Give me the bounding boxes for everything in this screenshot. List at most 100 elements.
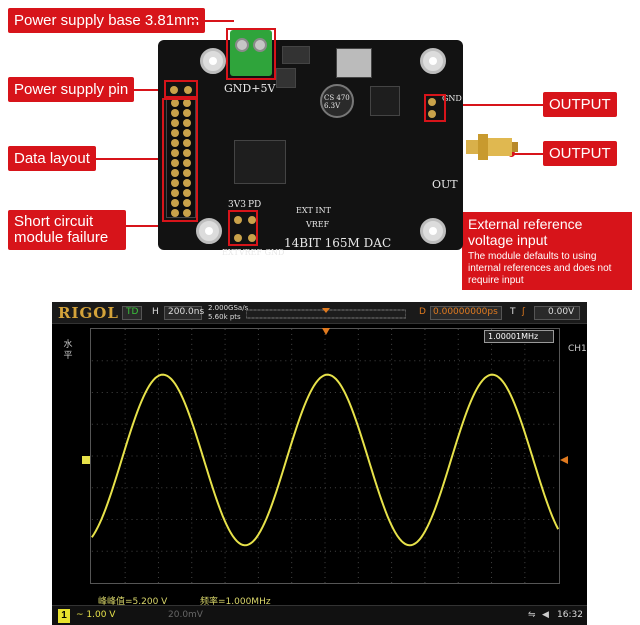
short-circuit-callout: Short circuit module failure: [8, 210, 126, 250]
header-pin: [183, 139, 191, 147]
jumper-pin: [234, 216, 242, 224]
output-pin: [428, 98, 436, 106]
timebase-box[interactable]: [164, 306, 202, 320]
header-pin: [183, 209, 191, 217]
header-pin: [171, 99, 179, 107]
header-pin: [183, 129, 191, 137]
mode-label: TD: [126, 307, 139, 317]
dac-module-board: CS 470 6.3V GND+5V OUT 14BIT 165M DAC 3V…: [158, 40, 463, 257]
trigger-level: 0.00V: [548, 307, 575, 317]
highlight-jumper: [228, 210, 258, 246]
speaker-icon: ◀: [542, 610, 549, 620]
op-amp: [370, 86, 400, 116]
horizontal-label: 水平: [63, 340, 73, 361]
ch2-scale[interactable]: 20.0mV: [168, 610, 203, 620]
header-pin: [171, 209, 179, 217]
mounting-hole: [200, 48, 226, 74]
d-label: D: [419, 307, 426, 317]
inductor: [276, 68, 296, 88]
mode-box[interactable]: [122, 306, 142, 320]
jumper-pin: [234, 234, 242, 242]
header-pin: [171, 189, 179, 197]
header-pin: [171, 199, 179, 207]
terminal-screw[interactable]: [235, 38, 249, 52]
oscilloscope-screen: RIGOL TD H 200.0ns 2.000GSa/s 5.60k pts …: [52, 302, 587, 625]
gnd-5v-label: GND+5V: [224, 82, 276, 95]
output-pin: [428, 110, 436, 118]
vref-label: VREF: [306, 220, 330, 229]
header-pin: [171, 139, 179, 147]
trigger-position-marker: [322, 328, 330, 335]
header-pin: [171, 119, 179, 127]
header-pin: [171, 159, 179, 167]
leader-line: [510, 153, 543, 155]
ch1-indicator[interactable]: 1: [58, 609, 70, 623]
timebase-value: 200.0ns: [168, 307, 205, 317]
terminal-screw[interactable]: [253, 38, 267, 52]
mounting-hole: [420, 218, 446, 244]
waveform-grid: [90, 328, 560, 584]
header-pin: [183, 149, 191, 157]
scope-top-bar: RIGOL TD H 200.0ns 2.000GSa/s 5.60k pts …: [52, 302, 587, 324]
ext-int-label: EXT INT: [296, 206, 331, 215]
trigger-pos-box[interactable]: [430, 306, 502, 320]
header-pin: [183, 199, 191, 207]
clock-time: 16:32: [557, 610, 583, 620]
power-pin: [184, 86, 192, 94]
header-pin: [171, 169, 179, 177]
external-reference-title: External reference voltage input: [468, 216, 583, 248]
rigol-logo: RIGOL: [58, 304, 119, 322]
highlight-output-pins: [424, 94, 446, 122]
header-pin: [183, 99, 191, 107]
header-pin: [183, 179, 191, 187]
sma-output-connector[interactable]: [466, 130, 518, 164]
header-pins: [168, 96, 194, 217]
header-pin: [171, 179, 179, 187]
measurement-frequency: 频率=1.000MHz: [200, 597, 271, 607]
gnd-small-label: GND: [442, 94, 462, 103]
header-pin: [183, 119, 191, 127]
header-pin: [183, 189, 191, 197]
highlight-terminal: [226, 28, 276, 80]
main-ic: [234, 140, 286, 184]
highlight-data-pins: [162, 98, 198, 222]
trigger-level-marker: [560, 456, 568, 464]
h-label: H: [152, 307, 159, 317]
t-label: T: [510, 307, 516, 317]
external-reference-callout: External reference voltage input The mod…: [462, 212, 632, 290]
header-pin: [171, 109, 179, 117]
leader-line: [190, 20, 234, 22]
memory-strip: [246, 308, 406, 319]
measurement-vpp: 峰峰值=5.200 V: [98, 597, 168, 607]
usb-icon: ⇋: [528, 610, 536, 620]
extvref-label: EXTVREF GND: [222, 248, 285, 257]
ch1-scale[interactable]: ~ 1.00 V: [76, 610, 116, 620]
power-supply-pin-callout: Power supply pin: [8, 77, 135, 102]
leader-line: [446, 104, 543, 106]
regulator: [282, 46, 310, 64]
header-pin: [171, 129, 179, 137]
trigger-level-box[interactable]: [534, 306, 580, 320]
sine-waveform: [91, 373, 559, 547]
leader-line: [95, 158, 161, 160]
highlight-power-pins: [164, 80, 198, 98]
leader-line: [131, 89, 165, 91]
trigger-position: 0.00000000ps: [433, 307, 498, 317]
capacitor: [320, 84, 354, 118]
square-cap: [336, 48, 372, 78]
header-pin: [183, 109, 191, 117]
header-pin: [183, 169, 191, 177]
scope-bottom-bar: 1 ~ 1.00 V 20.0mV ⇋ ◀ 16:32: [52, 605, 587, 625]
header-pin: [183, 159, 191, 167]
board-title: 14BIT 165M DAC: [284, 236, 392, 250]
trigger-edge-icon: ʃ: [522, 307, 526, 317]
mounting-hole: [196, 218, 222, 244]
power-terminal-block[interactable]: [230, 30, 272, 76]
power-supply-base-callout: Power supply base 3.81mm: [8, 8, 206, 33]
capacitor-label: CS 470 6.3V: [324, 94, 350, 110]
jumper-pin: [248, 234, 256, 242]
mounting-hole: [420, 48, 446, 74]
jumper-pin: [248, 216, 256, 224]
output-callout-bottom: OUTPUT: [543, 141, 617, 166]
data-layout-callout: Data layout: [8, 146, 96, 171]
